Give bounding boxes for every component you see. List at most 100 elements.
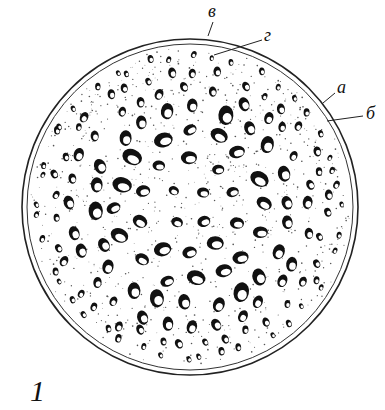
part-label: б (366, 104, 375, 122)
vascular-bundle (231, 250, 250, 266)
cell-dot (150, 117, 151, 118)
cell-dot (260, 311, 261, 312)
cell-dot (262, 214, 263, 215)
bundle-vessel (237, 289, 248, 301)
cell-dot (298, 288, 300, 290)
cell-dot (84, 205, 85, 206)
bundle-vessel (319, 132, 323, 136)
cell-dot (193, 65, 194, 66)
bundle-body (209, 55, 213, 61)
vascular-bundle (228, 144, 247, 160)
vascular-bundle (62, 152, 70, 162)
cell-dot (230, 342, 232, 344)
cell-dot (78, 196, 79, 197)
bundle-vessel (287, 322, 291, 327)
cell-dot (284, 289, 285, 290)
cell-dot (169, 301, 170, 302)
vascular-bundle (201, 338, 209, 347)
cell-dot (132, 115, 134, 117)
cell-dot (209, 161, 211, 163)
cell-dot (173, 103, 175, 105)
bundle-vessel (110, 204, 120, 213)
bundle-vessel (320, 286, 324, 290)
bundle-body (305, 178, 317, 191)
bundle-vessel (75, 152, 83, 160)
vascular-bundle (56, 278, 62, 285)
bundle-body (318, 284, 324, 291)
cell-dot (244, 133, 246, 135)
cell-dot (275, 280, 276, 281)
bundle-body (70, 105, 77, 113)
cell-dot (143, 209, 144, 210)
bundle-body (186, 356, 192, 364)
bundle-body (304, 108, 310, 116)
cell-dot (207, 155, 208, 156)
cell-dot (99, 267, 101, 269)
vascular-bundle (211, 296, 227, 314)
cell-dot (86, 195, 88, 197)
vascular-bundle (127, 282, 140, 299)
cell-dot (208, 86, 210, 88)
bundle-vessel (79, 292, 84, 297)
cell-dot (197, 167, 198, 168)
part-label: г (264, 26, 271, 44)
cell-dot (83, 136, 84, 137)
cell-dot (183, 360, 184, 361)
cell-dot (125, 97, 126, 98)
vascular-bundle (108, 295, 119, 307)
cell-dot (299, 272, 300, 273)
cell-dot (135, 254, 136, 255)
cell-dot (301, 97, 303, 99)
cell-dot (317, 254, 318, 255)
bundle-vessel (154, 296, 163, 306)
bundle-body (144, 77, 152, 86)
cell-dot (225, 235, 227, 237)
cell-dot (181, 275, 183, 277)
bundle-vessel (82, 313, 87, 318)
cell-dot (230, 165, 231, 166)
cell-dot (152, 151, 154, 153)
bundle-vessel (94, 183, 101, 191)
cell-dot (256, 65, 258, 67)
cell-dot (246, 213, 247, 214)
cell-dot (117, 89, 119, 91)
cell-dot (304, 141, 305, 142)
cell-dot (217, 62, 219, 64)
cell-dot (80, 164, 82, 166)
bundle-body (261, 317, 271, 328)
vascular-bundle (117, 106, 126, 117)
cell-dot (102, 303, 103, 304)
cell-dot (61, 158, 63, 160)
cell-dot (106, 295, 108, 297)
bundle-body (74, 242, 88, 258)
cell-dot (217, 346, 218, 347)
cell-dot (207, 157, 209, 159)
cell-dot (154, 177, 155, 178)
cell-dot (186, 119, 187, 120)
cell-dot (194, 203, 196, 205)
cell-dot (291, 232, 292, 233)
cell-dot (290, 214, 291, 215)
cell-dot (234, 233, 235, 234)
bundle-vessel (147, 80, 152, 85)
bundle-vessel (182, 84, 188, 91)
cell-dot (51, 233, 53, 235)
cell-dot (142, 359, 144, 361)
bundle-body (242, 326, 248, 335)
cell-dot (40, 164, 42, 166)
bundle-vessel (61, 259, 68, 266)
cell-dot (152, 69, 154, 71)
cell-dot (267, 89, 269, 91)
vascular-bundle (276, 165, 292, 183)
cell-dot (254, 347, 255, 348)
cell-dot (323, 189, 325, 191)
vascular-bundle (181, 151, 198, 165)
cell-dot (247, 220, 249, 222)
bundle-vessel (244, 329, 248, 333)
cell-dot (36, 166, 38, 168)
vascular-bundle (332, 247, 339, 255)
cell-dot (169, 89, 171, 91)
leader-lines (208, 22, 363, 121)
cell-dot (232, 232, 233, 233)
cell-dot (248, 270, 250, 272)
